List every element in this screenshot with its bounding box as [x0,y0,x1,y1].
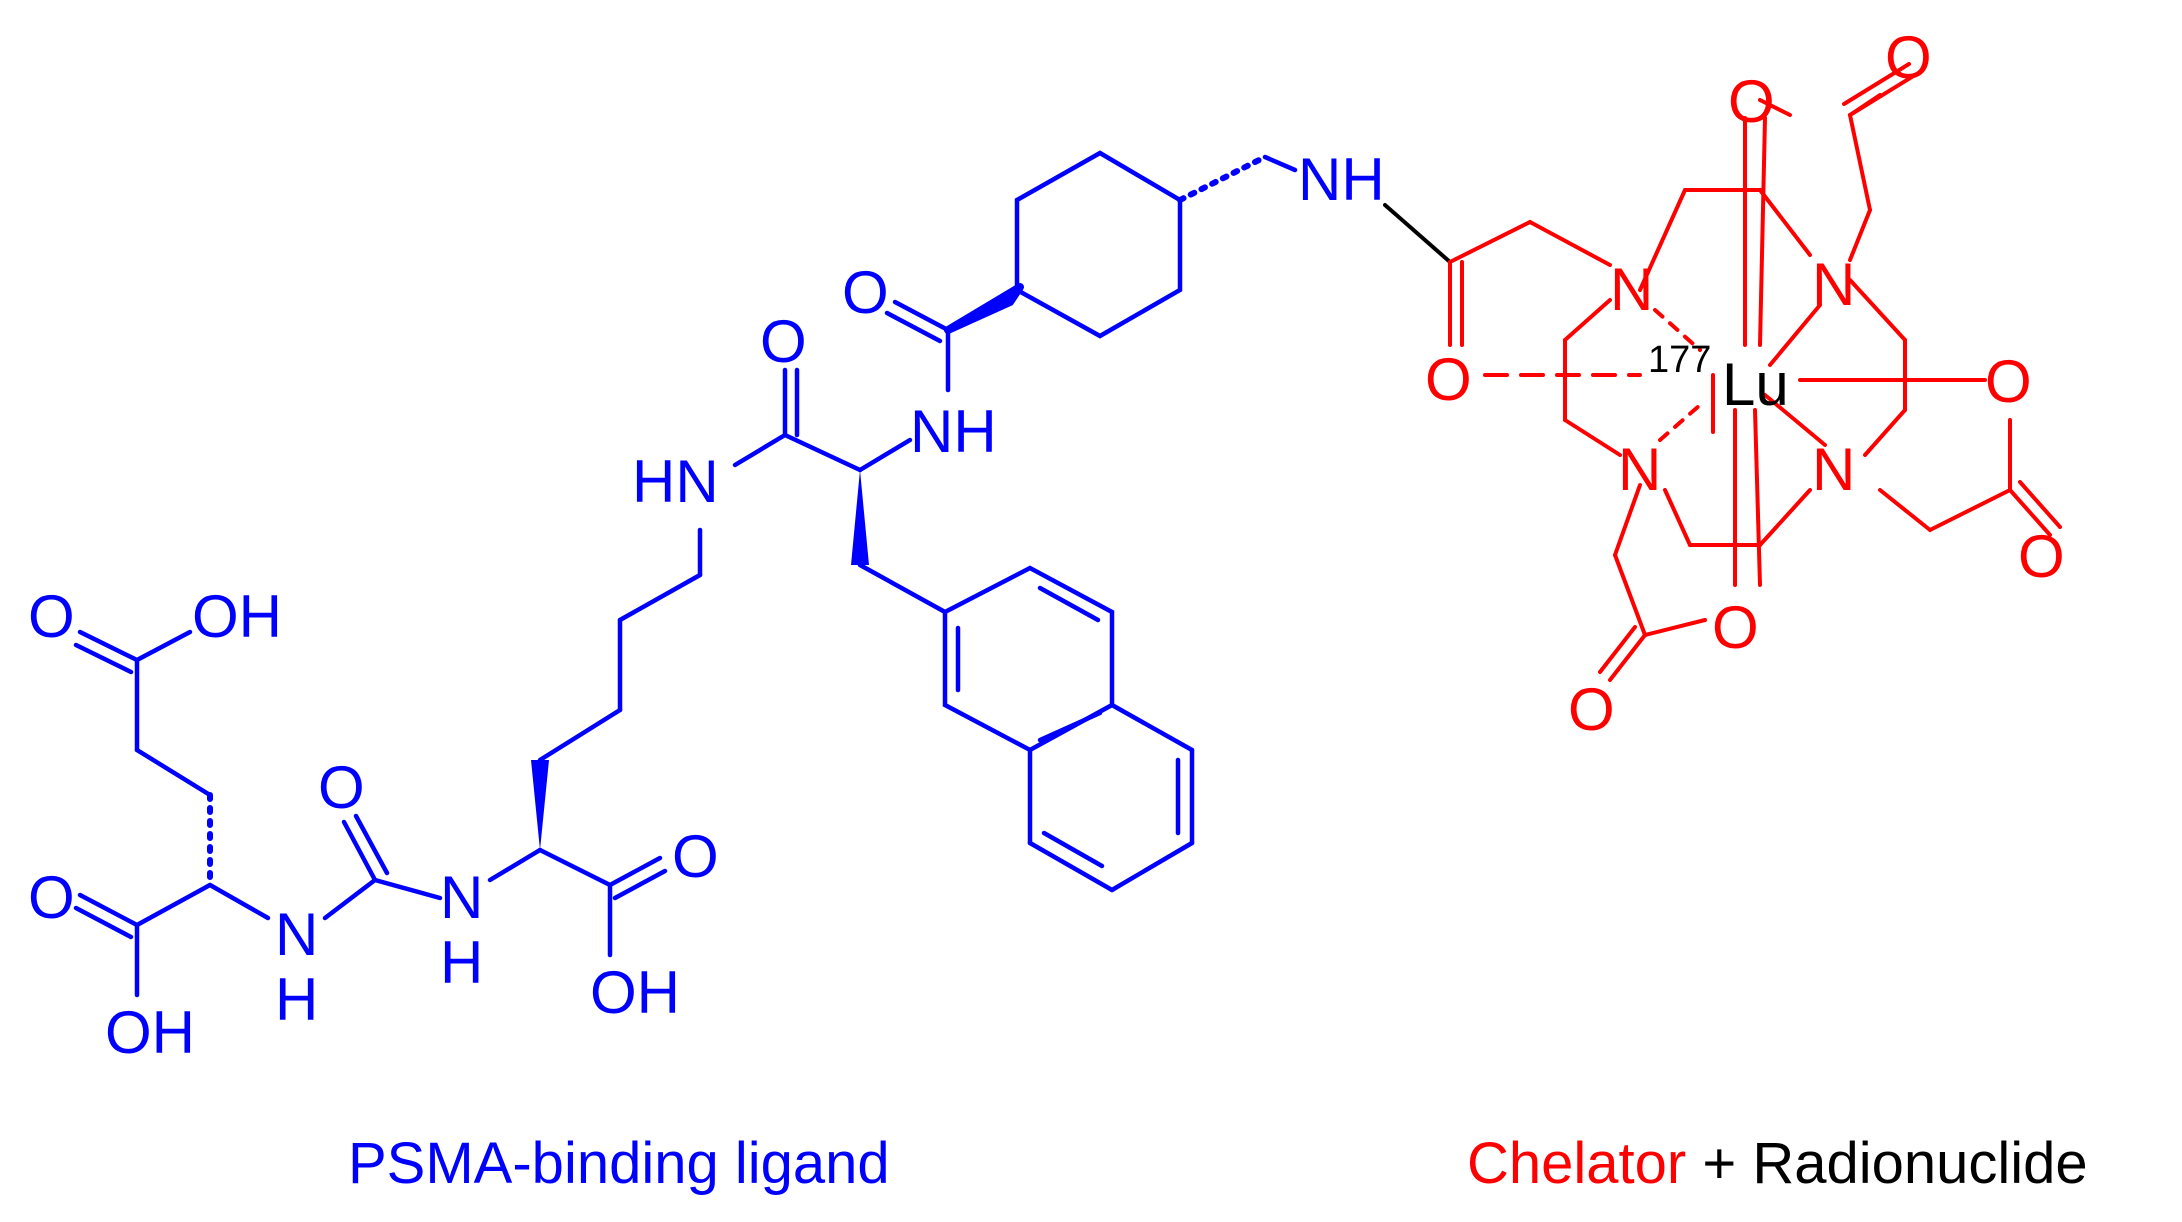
radionuclide-caption: Radionuclide [1752,1131,2087,1196]
atom-o-lys: O [672,823,719,890]
chelator-caption: Chelator [1467,1131,1686,1196]
atom-n-urea-2: N [440,864,483,931]
plus-sign: + [1686,1131,1752,1196]
chelator-radionuclide-caption: Chelator + Radionuclide [1467,1131,2088,1196]
atom-h-urea-1: H [275,966,318,1033]
isotope-mass-number: 177 [1648,339,1711,381]
atom-oh-glu-bottom: OH [105,999,195,1066]
atom-n-bottom-left: N [1618,436,1661,503]
atom-o-urea: O [318,754,365,821]
atom-n-top-left: N [1610,256,1653,323]
atom-o-right-carbonyl: O [2018,523,2065,590]
atom-o-glu-top: O [28,583,75,650]
atom-o-amide: O [760,308,807,375]
atom-o-right: O [1985,348,2032,415]
atom-o-cyclohexyl-carbonyl: O [842,259,889,326]
atom-oh-lys: OH [590,959,680,1026]
atom-nh-linker: NH [1298,146,1385,213]
atom-oh-glu-top: OH [192,583,282,650]
dota-chelator-structure [1448,62,2062,682]
atom-n-top-right: N [1812,251,1855,318]
atom-o-chelator-amide: O [1425,346,1472,413]
atom-o-top-carbonyl: O [1885,24,1932,91]
atom-lutetium: Lu [1722,351,1789,418]
linker-bonds [1383,203,1715,434]
atom-o-bottom: O [1712,594,1759,661]
atom-nh-amide: NH [910,398,997,465]
atom-o-bottom-carbonyl: O [1568,676,1615,743]
ligand-caption: PSMA-binding ligand [348,1131,890,1196]
atom-n-urea-1: N [275,901,318,968]
atom-hn: HN [632,448,719,515]
psma-ligand-structure [73,150,1298,998]
atom-h-urea-2: H [440,929,483,996]
atom-n-bottom-right: N [1812,436,1855,503]
atom-labels: O OH O OH O N H N H O OH HN O NH O NH O … [28,24,2065,1066]
atom-o-glu-bottom: O [28,864,75,931]
atom-o-top: O [1728,68,1775,135]
